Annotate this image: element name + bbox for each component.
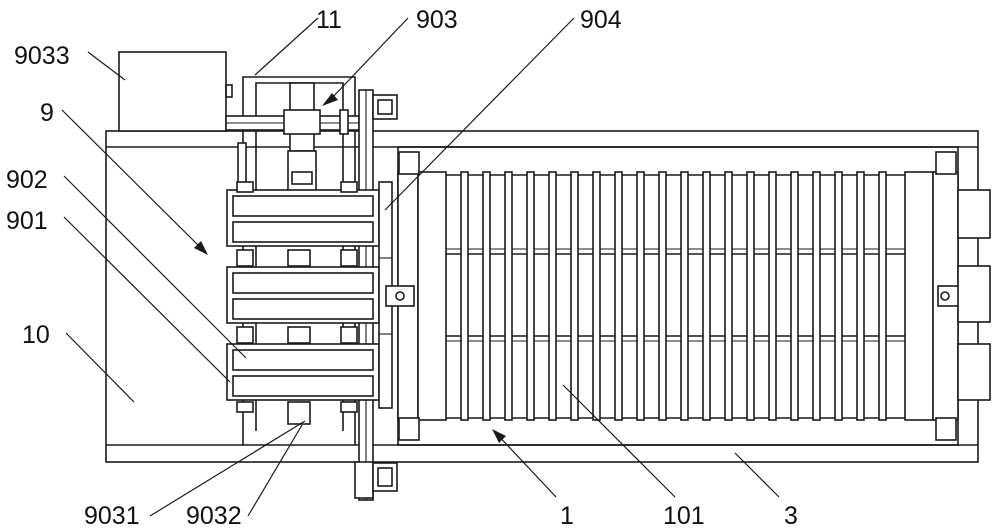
label-1: 1 [560, 502, 574, 530]
motor-box [118, 51, 233, 132]
drive-assembly [225, 82, 360, 194]
label-901: 901 [6, 207, 48, 235]
label-3: 3 [784, 502, 798, 530]
clamp-bottom [226, 326, 380, 425]
label-9: 9 [40, 99, 54, 127]
label-10: 10 [22, 321, 50, 349]
label-9032: 9032 [186, 502, 242, 530]
label-101: 101 [663, 502, 705, 530]
label-902: 902 [6, 166, 48, 194]
clamp-middle [226, 249, 380, 324]
label-904: 904 [580, 6, 622, 34]
label-9033: 9033 [14, 42, 70, 70]
roller-cage [385, 146, 991, 446]
leader-lines [61, 17, 780, 517]
roller-fins [460, 171, 887, 421]
label-11: 11 [316, 6, 342, 34]
label-9031: 9031 [84, 502, 140, 530]
clamp-top [226, 181, 380, 247]
labels: 9033 11 903 904 9 902 901 10 9031 9032 1… [6, 6, 798, 530]
label-903: 903 [416, 6, 458, 34]
